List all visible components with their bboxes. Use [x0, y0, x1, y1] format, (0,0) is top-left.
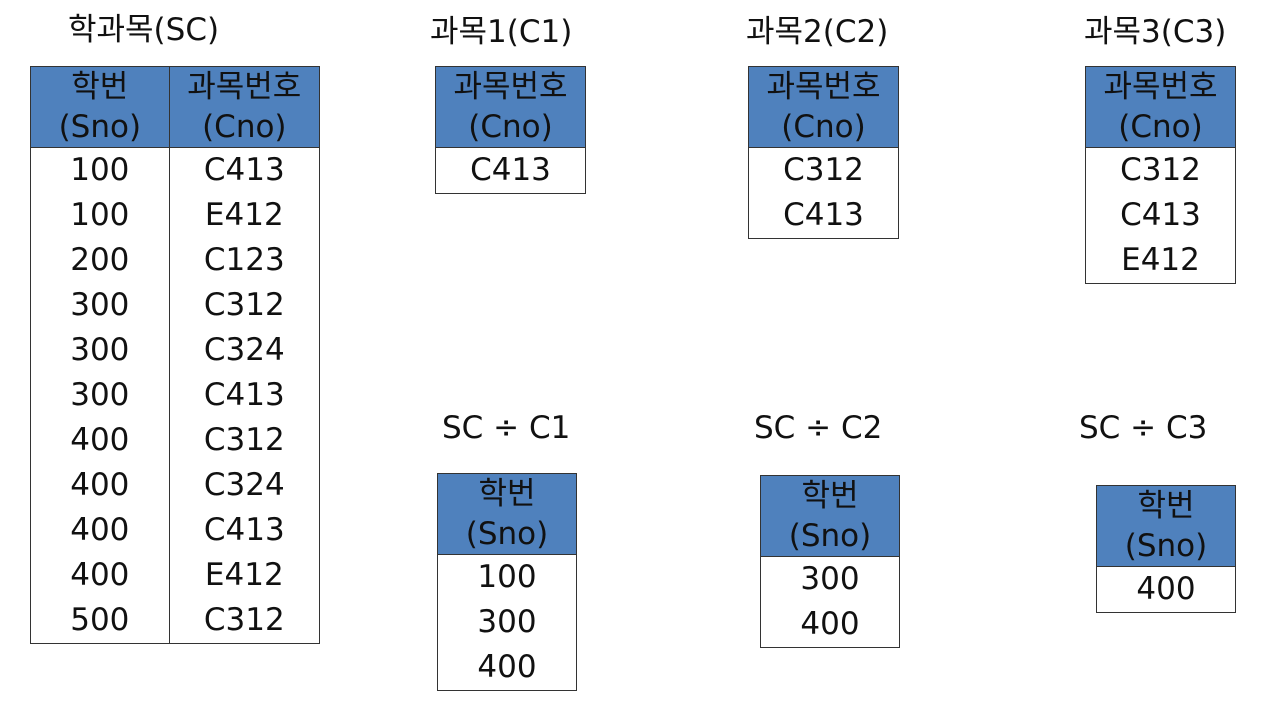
c3-title: 과목3(C3)	[1084, 14, 1227, 50]
r1-header-line2: (Sno)	[465, 516, 549, 552]
sc-header-cno-line2: (Cno)	[202, 109, 287, 145]
sc-cell-sno: 300	[30, 328, 170, 373]
sc-cell-sno: 400	[30, 463, 170, 508]
sc-cell-cno: E412	[168, 193, 321, 238]
r2-cell-sno: 300	[760, 556, 900, 602]
sc-cell-sno: 100	[30, 193, 170, 238]
sc-cell-cno: C413	[168, 373, 321, 418]
sc-cell-sno: 200	[30, 238, 170, 283]
table-row: 100	[437, 554, 577, 600]
r3-title: SC ÷ C3	[1079, 410, 1208, 446]
r1-table: 학번 (Sno) 100 300 400	[437, 473, 577, 691]
c1-header-cno: 과목번호 (Cno)	[435, 66, 586, 148]
r1-header-line1: 학번	[478, 476, 536, 512]
c2-title: 과목2(C2)	[746, 14, 889, 50]
sc-cell-cno: C324	[168, 328, 321, 373]
c1-title: 과목1(C1)	[430, 14, 573, 50]
sc-cell-cno: C312	[168, 598, 321, 644]
r3-table: 학번 (Sno) 400	[1096, 485, 1236, 613]
c1-header-line1: 과목번호	[453, 69, 568, 105]
sc-cell-cno: C312	[168, 418, 321, 463]
sc-cell-cno: C324	[168, 463, 321, 508]
sc-cell-sno: 100	[30, 147, 170, 193]
table-row: 300	[437, 600, 577, 645]
sc-cell-sno: 400	[30, 418, 170, 463]
sc-cell-sno: 400	[30, 508, 170, 553]
c2-cell-cno: C413	[748, 193, 899, 239]
r1-title: SC ÷ C1	[442, 410, 571, 446]
r2-cell-sno: 400	[760, 602, 900, 648]
r3-header-sno: 학번 (Sno)	[1096, 485, 1236, 567]
r3-header-line1: 학번	[1137, 488, 1195, 524]
table-row: 400	[1096, 566, 1236, 613]
c3-header-cno: 과목번호 (Cno)	[1085, 66, 1236, 148]
sc-cell-sno: 300	[30, 373, 170, 418]
c1-table: 과목번호 (Cno) C413	[435, 66, 586, 194]
r2-header-line1: 학번	[801, 478, 859, 514]
table-row: E412	[1085, 238, 1236, 284]
r1-cell-sno: 400	[437, 645, 577, 691]
sc-cell-cno: C413	[168, 147, 321, 193]
r3-header-line2: (Sno)	[1124, 528, 1208, 564]
table-row: 400	[437, 645, 577, 691]
sc-cell-cno: E412	[168, 553, 321, 598]
c2-header-line1: 과목번호	[766, 69, 881, 105]
sc-title: 학과목(SC)	[68, 12, 220, 48]
r3-cell-sno: 400	[1096, 566, 1236, 613]
sc-header-sno-line2: (Sno)	[58, 109, 142, 145]
sc-cell-cno: C123	[168, 238, 321, 283]
c2-table: 과목번호 (Cno) C312 C413	[748, 66, 899, 239]
sc-header-sno-line1: 학번	[71, 69, 129, 105]
c3-cell-cno: E412	[1085, 238, 1236, 284]
sc-cell-sno: 400	[30, 553, 170, 598]
sc-cell-cno: C413	[168, 508, 321, 553]
sc-cell-sno: 500	[30, 598, 170, 644]
r2-title: SC ÷ C2	[754, 410, 883, 446]
table-row: 300	[760, 556, 900, 602]
r2-table: 학번 (Sno) 300 400	[760, 475, 900, 648]
table-row: C312	[748, 147, 899, 193]
c2-header-line2: (Cno)	[781, 109, 866, 145]
table-row: C413	[435, 147, 586, 194]
c3-cell-cno: C312	[1085, 147, 1236, 193]
c3-header-line2: (Cno)	[1118, 109, 1203, 145]
c2-header-cno: 과목번호 (Cno)	[748, 66, 899, 148]
r1-cell-sno: 100	[437, 554, 577, 600]
table-row: C413	[1085, 193, 1236, 238]
c2-cell-cno: C312	[748, 147, 899, 193]
sc-header-sno: 학번 (Sno)	[30, 66, 170, 148]
sc-header-cno-line1: 과목번호	[187, 69, 302, 105]
sc-header-cno: 과목번호 (Cno)	[168, 66, 321, 148]
r2-header-sno: 학번 (Sno)	[760, 475, 900, 557]
r1-header-sno: 학번 (Sno)	[437, 473, 577, 555]
c3-header-line1: 과목번호	[1103, 69, 1218, 105]
table-row: C312	[1085, 147, 1236, 193]
c3-cell-cno: C413	[1085, 193, 1236, 238]
r1-cell-sno: 300	[437, 600, 577, 645]
sc-cell-sno: 300	[30, 283, 170, 328]
table-row: 400	[760, 602, 900, 648]
c1-cell-cno: C413	[435, 147, 586, 194]
table-row: C413	[748, 193, 899, 239]
r2-header-line2: (Sno)	[788, 518, 872, 554]
c1-header-line2: (Cno)	[468, 109, 553, 145]
sc-cell-cno: C312	[168, 283, 321, 328]
c3-table: 과목번호 (Cno) C312 C413 E412	[1085, 66, 1236, 284]
